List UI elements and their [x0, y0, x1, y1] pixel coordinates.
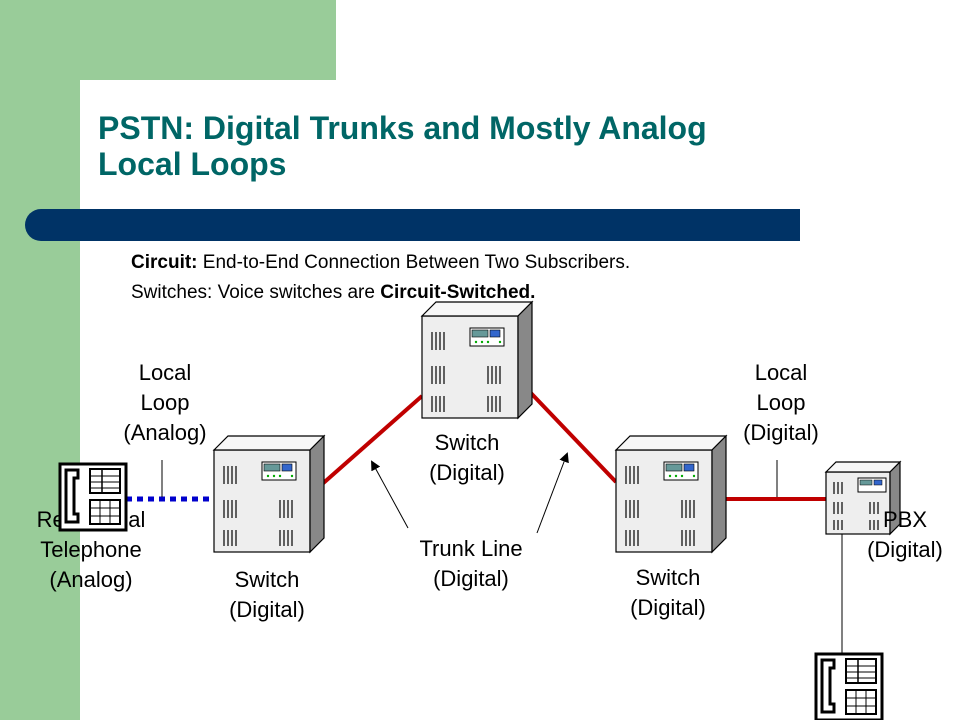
- label-line: (Digital): [429, 460, 505, 485]
- trunk-line-left: [318, 394, 424, 488]
- label-local-loop-digital: Local Loop (Digital): [716, 358, 846, 448]
- trunk-line-right: [526, 388, 618, 484]
- switches-text: Switches: Voice switches are: [131, 282, 381, 303]
- circuit-term: Circuit:: [131, 252, 198, 273]
- label-line: (Digital): [229, 597, 305, 622]
- label-line: Local: [138, 360, 192, 385]
- label-line: (Analog): [123, 420, 207, 445]
- label-pbx: PBX (Digital): [850, 505, 960, 565]
- label-line: (Digital): [630, 595, 706, 620]
- label-line: PBX: [882, 507, 928, 532]
- trunk-arrow-left: [371, 460, 409, 529]
- slide-subtitle: Circuit: End-to-End Connection Between T…: [131, 248, 630, 308]
- title-line-1: PSTN: Digital Trunks and Mostly Analog: [98, 110, 707, 146]
- label-switch-left: Switch (Digital): [202, 565, 332, 625]
- label-line: (Analog): [49, 567, 133, 592]
- switch-icon-left: [213, 435, 325, 553]
- label-line: Switch: [234, 567, 300, 592]
- title-line-2: Local Loops: [98, 146, 287, 182]
- label-switch-right: Switch (Digital): [603, 563, 733, 623]
- pbx-telephone-icon: [814, 652, 884, 720]
- label-line: (Digital): [433, 566, 509, 591]
- pbx-icon: [824, 460, 902, 536]
- switch-icon-top: [421, 301, 533, 419]
- label-switch-top: Switch (Digital): [402, 428, 532, 488]
- switch-icon-right: [615, 435, 727, 553]
- switches-definition: Switches: Voice switches are Circuit-Swi…: [131, 278, 630, 308]
- circuit-text: End-to-End Connection Between Two Subscr…: [197, 252, 631, 273]
- label-line: Switch: [635, 565, 701, 590]
- trunk-arrow-right: [536, 452, 569, 534]
- sidebar-accent: [0, 0, 80, 720]
- circuit-definition: Circuit: End-to-End Connection Between T…: [131, 248, 630, 278]
- title-underline-bar: [25, 209, 800, 241]
- label-trunk-line: Trunk Line (Digital): [396, 534, 546, 594]
- label-line: (Digital): [867, 537, 943, 562]
- label-line: Loop: [756, 390, 806, 415]
- label-local-loop-analog: Local Loop (Analog): [100, 358, 230, 448]
- label-line: (Digital): [743, 420, 819, 445]
- switches-term: Circuit-Switched.: [380, 282, 536, 303]
- label-line: Trunk Line: [419, 536, 523, 561]
- label-line: Loop: [140, 390, 190, 415]
- label-line: Switch: [434, 430, 500, 455]
- header-accent: [80, 0, 336, 80]
- label-line: Telephone: [40, 537, 142, 562]
- residential-telephone-icon: [58, 462, 128, 532]
- label-line: Local: [754, 360, 808, 385]
- slide-title: PSTN: Digital Trunks and Mostly Analog L…: [98, 110, 858, 182]
